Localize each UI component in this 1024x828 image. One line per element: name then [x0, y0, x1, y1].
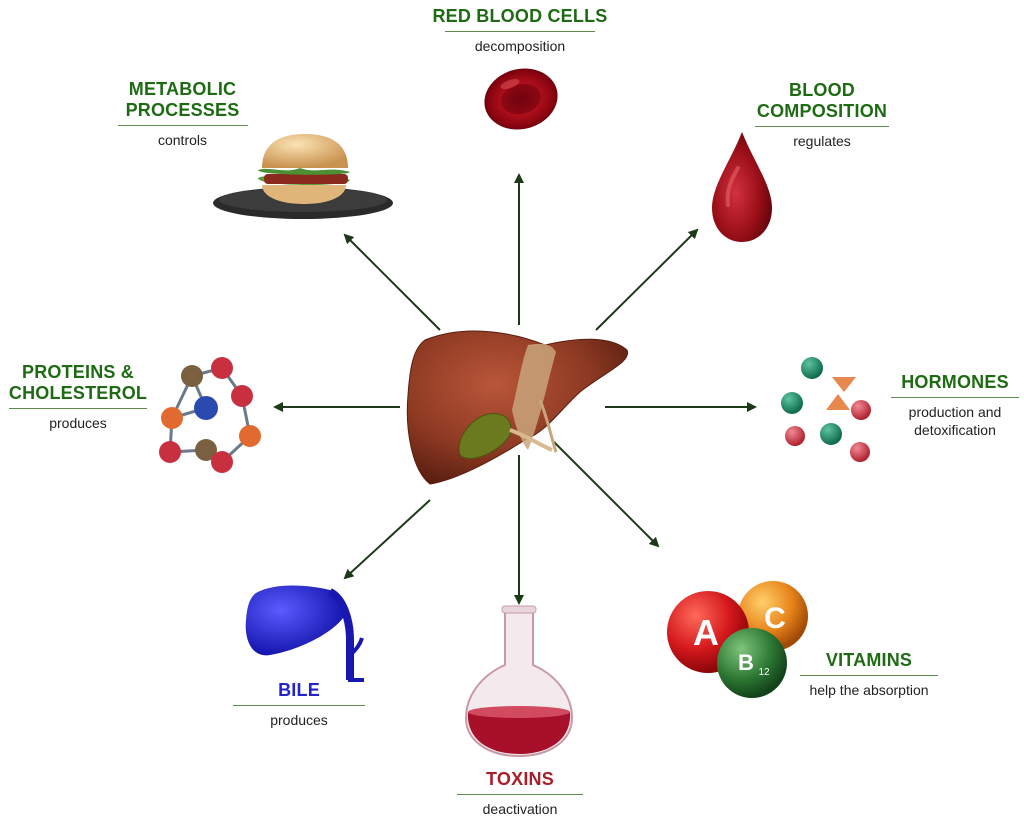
hormone-particles-icon: [781, 357, 871, 462]
label-toxins: TOXINS deactivation: [455, 769, 585, 818]
blood-drop-icon: [712, 132, 772, 242]
arrows: [273, 173, 757, 605]
title-red-blood-cells: RED BLOOD CELLS: [432, 6, 608, 26]
label-red-blood-cells: RED BLOOD CELLS decomposition: [420, 6, 620, 55]
arrow-to-vitamins: [551, 439, 660, 548]
gallbladder-icon: [245, 585, 364, 682]
label-hormones: HORMONES production and detoxification: [890, 372, 1020, 439]
arrow-to-bile: [343, 499, 431, 580]
sub-bile: produces: [270, 712, 328, 728]
title-hormones: HORMONES: [901, 372, 1009, 392]
vitamin-a-letter: A: [693, 612, 719, 653]
title-blood-composition: BLOOD COMPOSITION: [756, 80, 888, 121]
sub-proteins-cholesterol: produces: [49, 415, 107, 431]
sub-metabolic-processes: controls: [157, 132, 208, 148]
sub-hormones: production and detoxification: [908, 404, 1002, 438]
burger-plate-icon: [213, 134, 393, 219]
title-proteins-cholesterol: PROTEINS & CHOLESTEROL: [8, 362, 148, 403]
molecule-ring-icon: [159, 357, 261, 473]
title-bile: BILE: [278, 680, 320, 700]
vitamin-b-letter: B: [738, 650, 754, 675]
liver-icon: [406, 330, 629, 485]
label-vitamins: VITAMINS help the absorption: [798, 650, 940, 699]
flask-icon: [464, 605, 574, 758]
arrow-to-blood-composition: [595, 228, 699, 331]
vitamin-balls-icon: A C B 12: [667, 581, 808, 698]
title-metabolic-processes: METABOLIC PROCESSES: [125, 79, 240, 120]
label-blood-composition: BLOOD COMPOSITION regulates: [745, 80, 899, 150]
vitamin-c-letter: C: [764, 602, 786, 635]
sub-vitamins: help the absorption: [809, 682, 929, 698]
vitamin-b-subscript: 12: [758, 667, 770, 678]
sub-red-blood-cells: decomposition: [474, 38, 566, 54]
sub-blood-composition: regulates: [793, 133, 851, 149]
red-blood-cell-icon: [484, 68, 558, 130]
sub-toxins: deactivation: [482, 801, 558, 817]
label-metabolic-processes: METABOLIC PROCESSES controls: [110, 79, 255, 149]
label-proteins-cholesterol: PROTEINS & CHOLESTEROL produces: [4, 362, 152, 432]
label-bile: BILE produces: [230, 680, 368, 729]
title-vitamins: VITAMINS: [825, 650, 913, 670]
arrow-to-metabolic-processes: [343, 233, 441, 331]
title-toxins: TOXINS: [486, 769, 554, 789]
